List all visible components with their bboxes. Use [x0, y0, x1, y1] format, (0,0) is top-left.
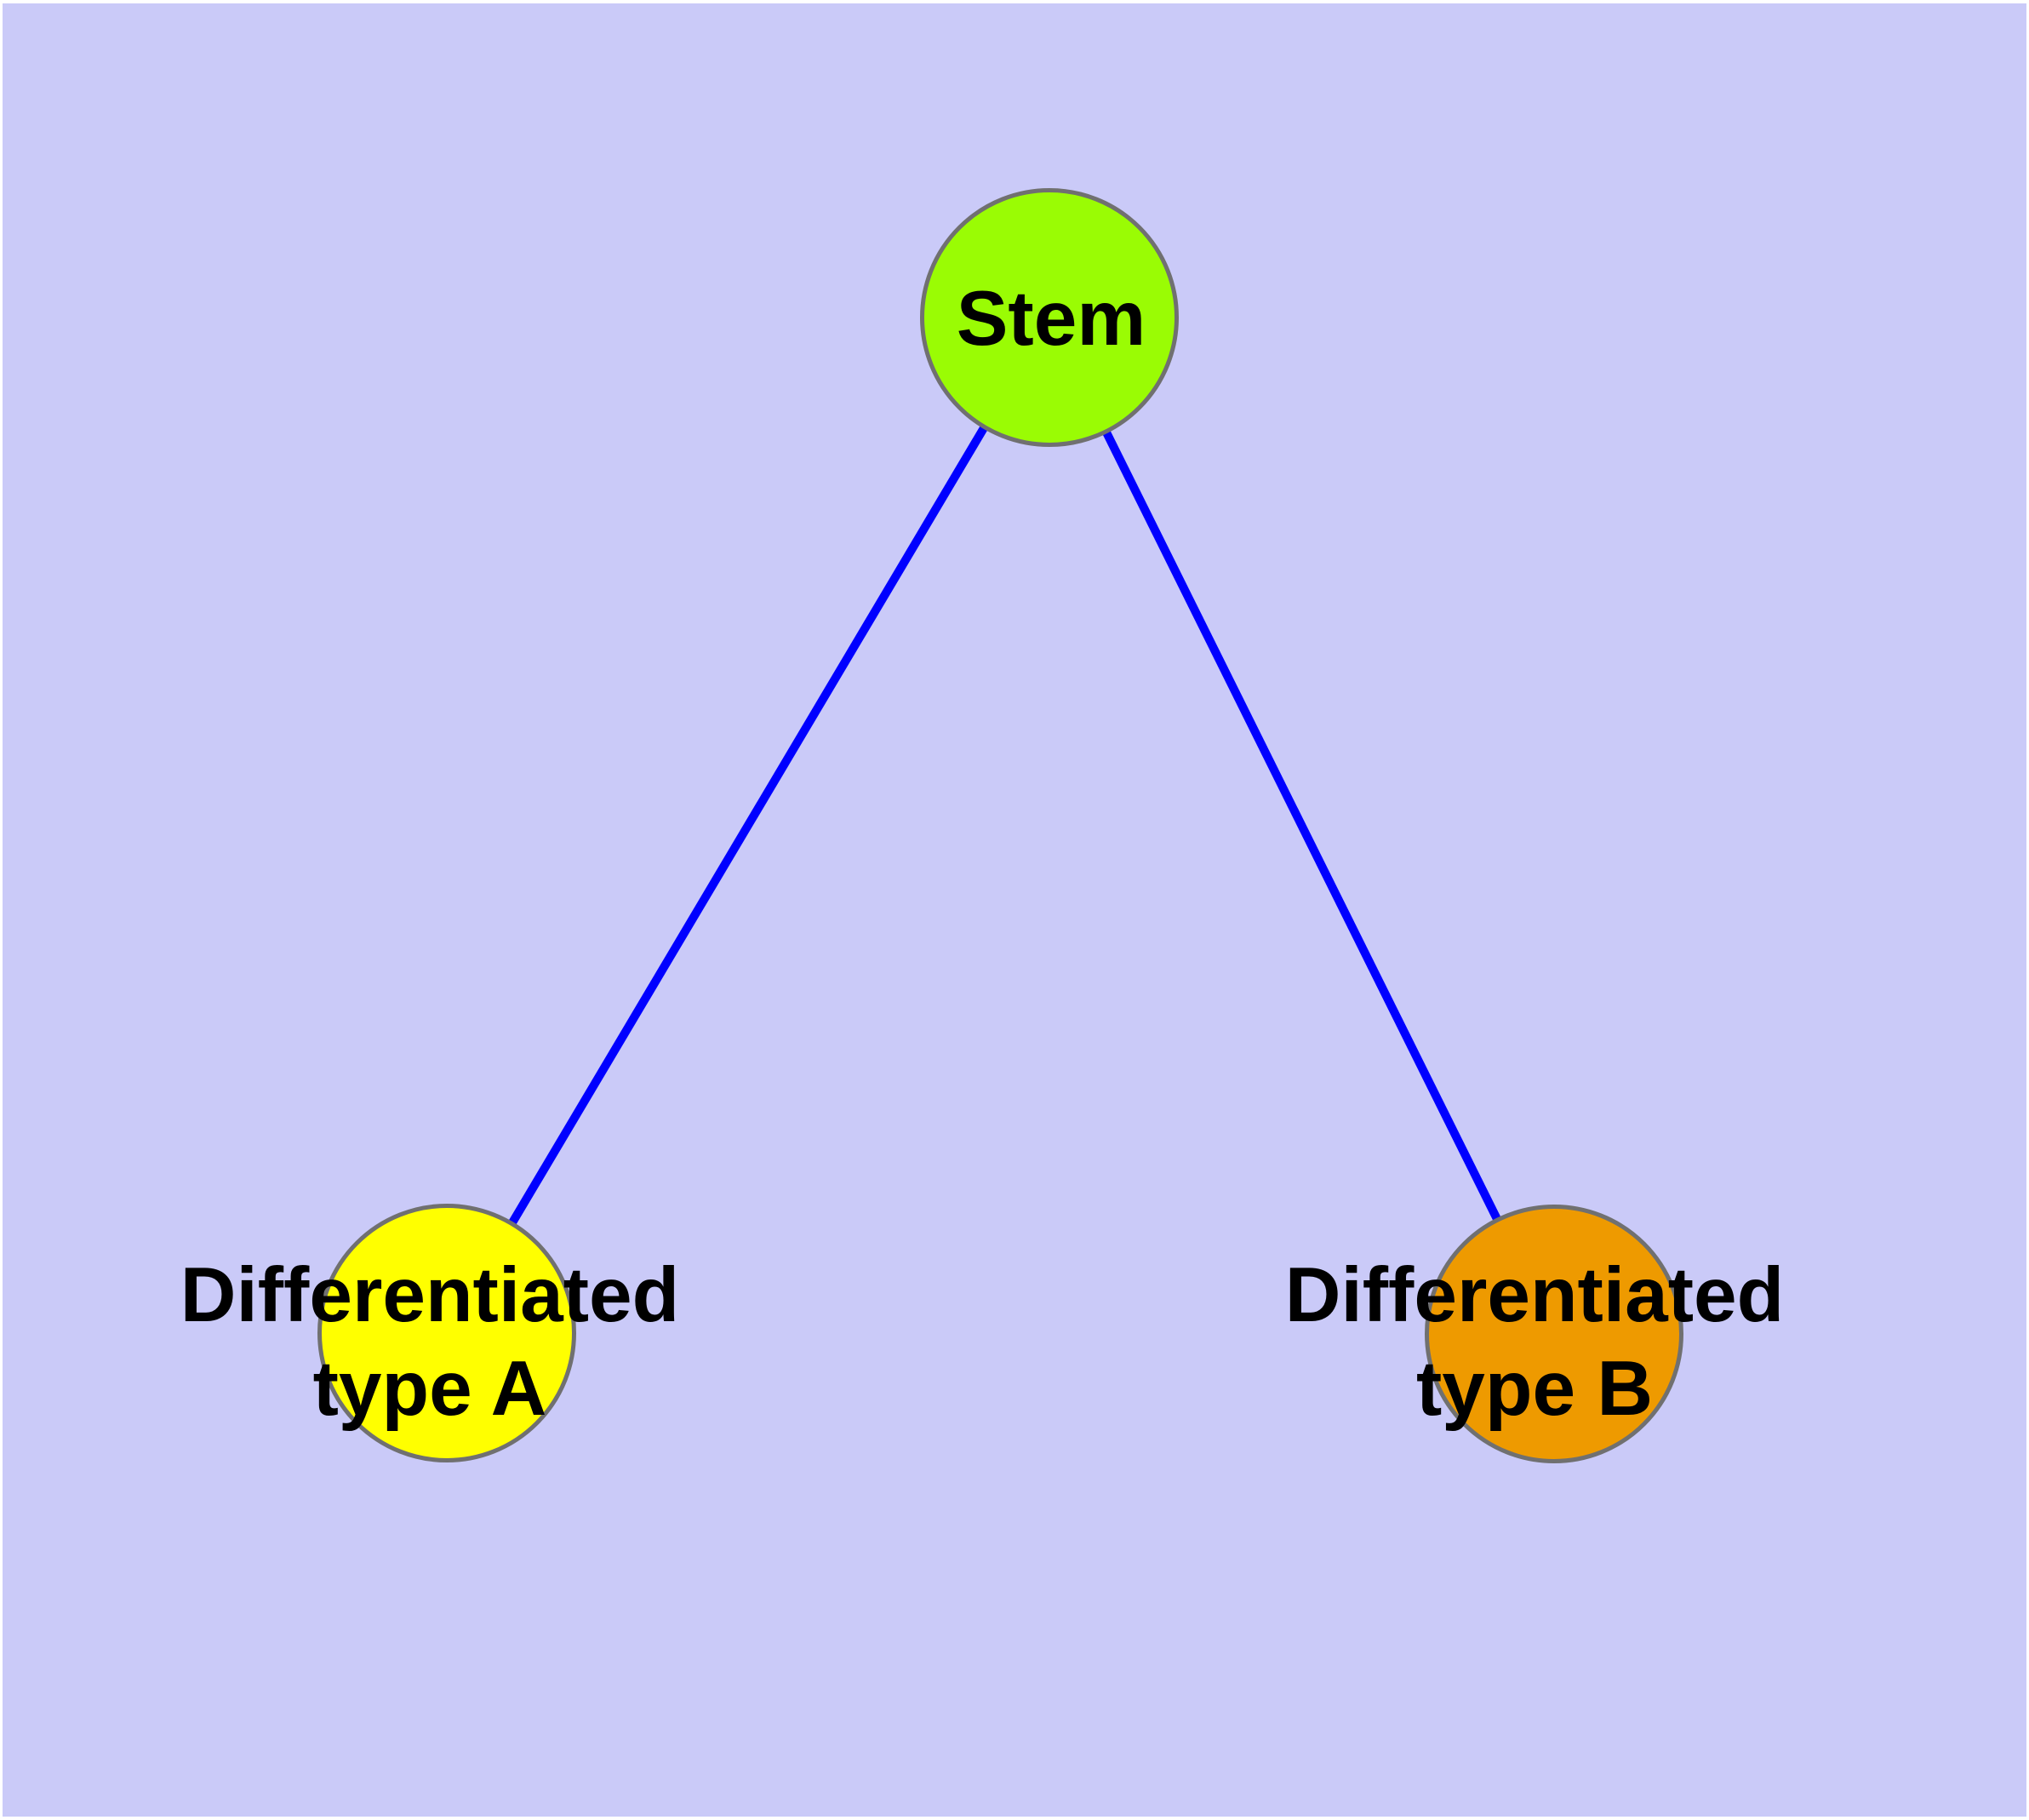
- edges-layer: [443, 315, 1558, 1336]
- node-stem-label: Stem: [956, 276, 1146, 362]
- node-differentiated-type-a: [317, 1204, 576, 1462]
- node-differentiated-type-a-label: Differentiated type A: [180, 1252, 680, 1432]
- node-differentiated-type-b-label: Differentiated type B: [1284, 1252, 1785, 1432]
- edge-stem-to-type-a: [443, 315, 1054, 1336]
- node-stem: [920, 188, 1179, 447]
- edge-stem-to-type-b: [1045, 315, 1558, 1336]
- node-differentiated-type-b: [1425, 1205, 1683, 1463]
- graph-canvas: Stem Differentiated type A Differentiate…: [3, 3, 2026, 1817]
